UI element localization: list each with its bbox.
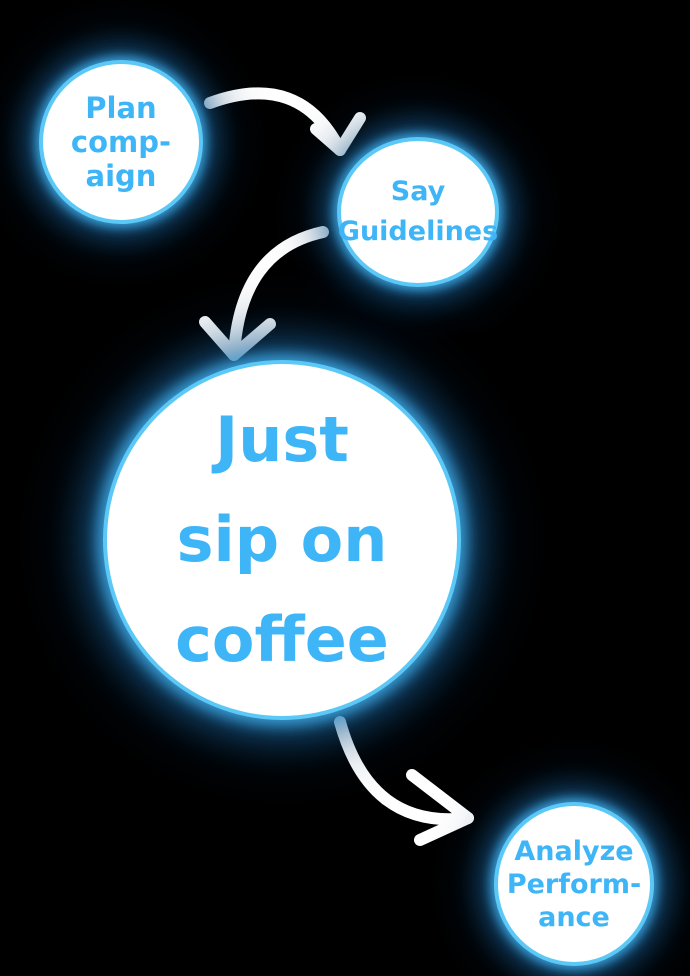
arrow-just-to-analyze — [334, 716, 474, 826]
node-plan-campaign: Plan comp- aign — [43, 64, 199, 220]
node-label-line: aign — [85, 159, 157, 193]
node-label-line: Analyze — [514, 835, 634, 867]
arrow-say-to-just — [228, 226, 329, 361]
arrowhead-plan-to-say — [310, 112, 366, 156]
arrow-plan-to-say — [204, 87, 346, 156]
node-analyze-performance: Analyze Perform- ance — [498, 806, 650, 962]
node-label-line: Just — [215, 403, 349, 476]
node-say-guidelines: Say Guidelines — [337, 141, 499, 283]
node-label-line: sip on — [176, 503, 388, 576]
node-label-line: Plan — [85, 91, 157, 125]
node-label-line: Guidelines — [337, 216, 499, 247]
node-just-sip-on-coffee: Just sip on coffee — [107, 364, 457, 716]
node-label-line: coffee — [175, 603, 389, 676]
arrowhead-just-to-analyze — [406, 769, 474, 846]
node-label-line: ance — [538, 901, 610, 933]
node-label-line: Say — [390, 176, 446, 207]
node-label-line: comp- — [70, 125, 172, 159]
arrowhead-say-to-just — [199, 316, 276, 361]
node-label-line: Perform- — [506, 868, 642, 900]
